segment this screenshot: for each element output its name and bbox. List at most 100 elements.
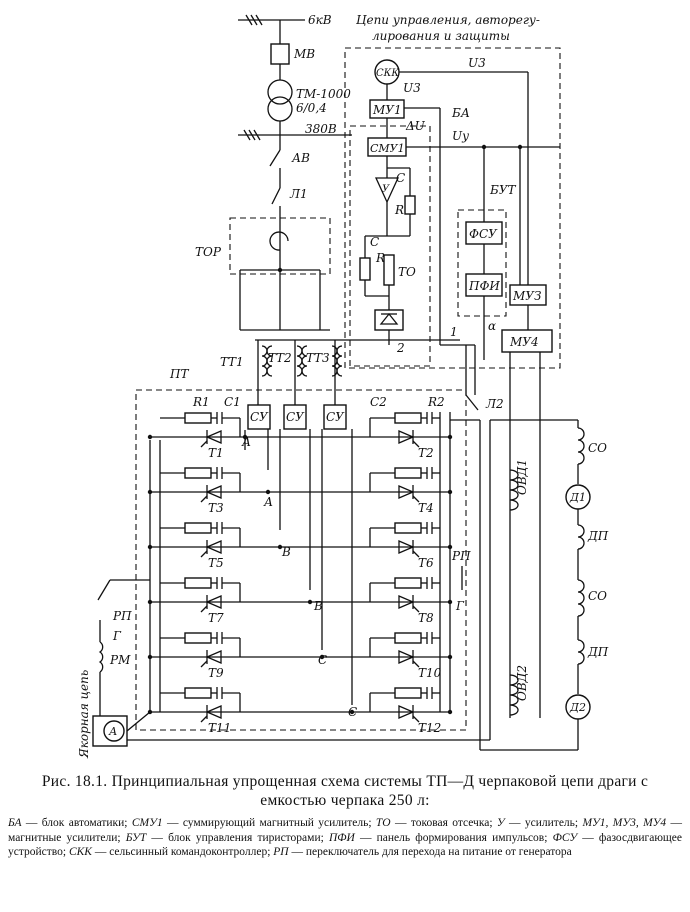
- dp2-label: ДП: [587, 645, 609, 659]
- legend-text: — переключатель для перехода на питание …: [288, 846, 572, 859]
- rail-junction-right-6: [447, 709, 453, 715]
- su-2: [283, 404, 307, 430]
- pfi-label: ПФИ: [468, 279, 500, 293]
- amplifier-u-label: У: [382, 184, 390, 195]
- n2-label: 2: [396, 341, 405, 355]
- legend-text: — блок автоматики;: [21, 817, 132, 829]
- legend-abbr: У: [496, 817, 505, 829]
- thyristor-left-4-gate: [200, 605, 208, 613]
- thyristor-left-4-symbol: [205, 595, 222, 609]
- thyristor-right-4-symbol: [398, 595, 415, 609]
- su-2-label: СУ: [286, 410, 305, 424]
- thyristor-right-3-gate: [412, 550, 420, 558]
- mu1-label: МУ1: [372, 103, 402, 117]
- thyristor-left-2-gate: [200, 495, 208, 503]
- lv-label: 380В: [305, 122, 337, 136]
- r-upper-label: R: [394, 203, 404, 217]
- su-3-label: СУ: [326, 410, 345, 424]
- rp-right-label: РП: [451, 549, 471, 563]
- snubber-right-3-resistor: [394, 522, 422, 534]
- legend-text: — магнитные усилители;: [8, 817, 683, 844]
- thyristor-right-3-symbol: [398, 540, 415, 554]
- rm-label: РМ: [109, 653, 131, 667]
- resistor-r-upper: [404, 195, 416, 215]
- so2-label: СО: [588, 589, 607, 603]
- snubber-right-4-resistor: [394, 577, 422, 589]
- pt-block: [135, 389, 467, 731]
- legend-text: — усилитель;: [504, 817, 583, 829]
- ovd1-winding: [509, 469, 519, 511]
- rail-junction-left-5: [147, 654, 153, 660]
- amplifier-u: [374, 177, 400, 204]
- c2-label: С2: [370, 395, 387, 409]
- u3-side-label: U3: [403, 81, 421, 95]
- rail-junction-right-5: [447, 654, 453, 660]
- legend-text: — панель формирования импульсов;: [354, 831, 553, 844]
- thyristor-label-right-6: Т12: [418, 721, 441, 735]
- legend-abbr: СКК: [68, 846, 92, 859]
- snubber-left-1-resistor: [184, 412, 212, 424]
- tor-label: ТОР: [195, 245, 222, 259]
- rail-junction-left-3: [147, 544, 153, 550]
- so1-winding: [577, 427, 585, 465]
- bus-label-c2: С: [348, 705, 357, 719]
- ba-label: БА: [451, 106, 470, 120]
- motor-d1-label: Д1: [569, 491, 586, 504]
- thyristor-label-left-6: Т11: [208, 721, 231, 735]
- g-left-label: Г: [112, 629, 122, 643]
- ovd1-label: ОВД1: [515, 459, 529, 495]
- dp2-winding: [577, 639, 585, 665]
- hv-busbar: [238, 14, 305, 26]
- rail-junction-right-3: [447, 544, 453, 550]
- legend-abbr: БА: [8, 817, 22, 829]
- g-right-label: Г: [455, 599, 465, 613]
- snubber-left-5-resistor: [184, 632, 212, 644]
- pt-label: ПТ: [169, 367, 189, 381]
- bus-label-b2: В: [313, 599, 323, 613]
- c-upper-label: С: [396, 171, 405, 185]
- dp1-label: ДП: [587, 529, 609, 543]
- snubber-left-3-resistor: [184, 522, 212, 534]
- bus-label-c1: С: [318, 653, 327, 667]
- snubber-right-6-resistor: [394, 687, 422, 699]
- mu3-label: МУЗ: [512, 289, 541, 303]
- so2-winding: [577, 579, 585, 617]
- snubber-right-5-resistor: [394, 632, 422, 644]
- mu4-amplifier: [501, 329, 553, 353]
- transformers-tt: [240, 329, 460, 377]
- legend-abbr: РП: [273, 846, 289, 859]
- thyristor-right-5-gate: [412, 660, 420, 668]
- caption-title: Рис. 18.1. Принципиальная упрощенная схе…: [41, 773, 649, 809]
- snubber-right-1-resistor: [394, 412, 422, 424]
- legend-abbr: МУ1, МУ3, МУ4: [582, 817, 667, 829]
- thyristor-left-3-gate: [200, 550, 208, 558]
- legend-text: — сельсинный командоконтроллер;: [91, 846, 274, 859]
- snubber-left-6-resistor: [184, 687, 212, 699]
- anchor-circuit-label: Якорная цепь: [77, 670, 91, 759]
- control-block: [344, 47, 561, 369]
- thyristor-left-1-symbol: [205, 430, 222, 444]
- switch-av-label: АВ: [291, 151, 310, 165]
- rail-junction-left-2: [147, 489, 153, 495]
- figure-caption: Рис. 18.1. Принципиальная упрощенная схе…: [8, 772, 682, 860]
- bus-label-a2: А: [263, 495, 273, 509]
- so1-label: СО: [588, 441, 607, 455]
- switch-av: [269, 149, 281, 188]
- fsu-label: ФСУ: [469, 227, 498, 241]
- alpha-label: α: [488, 319, 496, 333]
- thyristor-label-right-5: Т10: [418, 666, 442, 680]
- legend-abbr: БУТ: [125, 831, 147, 844]
- legend-text: — суммирующий магнитный усилитель;: [162, 817, 376, 829]
- tt3-label: ТТ3: [306, 351, 330, 365]
- breaker-mv: [270, 43, 290, 65]
- breaker-mv-label: МВ: [293, 47, 315, 61]
- thyristor-label-left-5: Т9: [208, 666, 224, 680]
- control-title-1: Цепи управления, авторегу-: [356, 13, 540, 27]
- ammeter-label: А: [108, 725, 117, 738]
- thyristor-right-2-gate: [412, 495, 420, 503]
- thyristor-label-left-1: Т1: [208, 446, 224, 460]
- current-cutoff-to: [383, 254, 395, 286]
- thyristor-label-right-2: Т4: [418, 501, 434, 515]
- legend-text: — токовая отсечка;: [390, 817, 497, 829]
